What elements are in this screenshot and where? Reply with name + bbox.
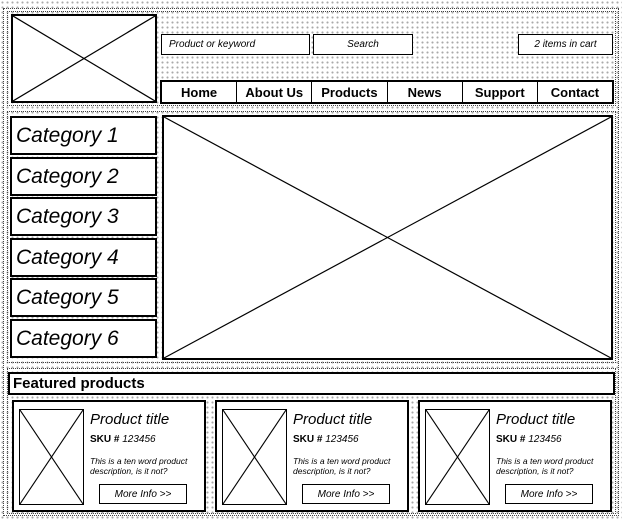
sidebar-item-category-5[interactable]: Category 5 — [10, 278, 157, 317]
product-sku: SKU # 123456 — [293, 434, 359, 445]
more-info-button[interactable]: More Info >> — [99, 484, 187, 504]
cart-button[interactable]: 2 items in cart — [518, 34, 613, 55]
product-card: Product title SKU # 123456 This is a ten… — [418, 400, 612, 512]
product-image-placeholder[interactable] — [425, 409, 490, 505]
sku-label: SKU # — [496, 434, 526, 445]
product-image-placeholder[interactable] — [222, 409, 287, 505]
nav-item-support[interactable]: Support — [463, 82, 538, 102]
product-title[interactable]: Product title — [293, 411, 373, 428]
more-info-button[interactable]: More Info >> — [505, 484, 593, 504]
nav-item-contact[interactable]: Contact — [550, 84, 600, 100]
search-input[interactable]: Product or keyword — [161, 34, 310, 55]
placeholder-cross-icon — [20, 410, 83, 504]
sku-label: SKU # — [90, 434, 120, 445]
sidebar-item-category-6[interactable]: Category 6 — [10, 319, 157, 358]
product-title[interactable]: Product title — [496, 411, 576, 428]
nav-item-news[interactable]: News — [388, 82, 463, 102]
sku-label: SKU # — [293, 434, 323, 445]
sidebar-item-category-1[interactable]: Category 1 — [10, 116, 157, 155]
sku-value: 123456 — [325, 434, 359, 445]
featured-products-heading-text: Featured products — [13, 375, 145, 392]
placeholder-cross-icon — [13, 16, 155, 101]
product-description: This is a ten word product description, … — [90, 456, 188, 476]
main-nav: Home About Us Products News Support Cont… — [160, 80, 614, 104]
search-button-label: Search — [347, 39, 379, 50]
search-input-placeholder: Product or keyword — [169, 39, 256, 50]
placeholder-cross-icon — [426, 410, 489, 504]
sidebar-item-category-3[interactable]: Category 3 — [10, 197, 157, 236]
product-description: This is a ten word product description, … — [293, 456, 391, 476]
sku-value: 123456 — [528, 434, 562, 445]
search-button[interactable]: Search — [313, 34, 413, 55]
logo-image-placeholder — [11, 14, 157, 103]
product-sku: SKU # 123456 — [90, 434, 156, 445]
placeholder-cross-icon — [223, 410, 286, 504]
nav-item-products[interactable]: Products — [312, 82, 388, 102]
product-image-placeholder[interactable] — [19, 409, 84, 505]
hero-banner-placeholder[interactable] — [162, 115, 613, 360]
sidebar-item-category-4[interactable]: Category 4 — [10, 238, 157, 277]
placeholder-cross-icon — [164, 117, 611, 358]
featured-products-heading: Featured products — [8, 372, 615, 395]
nav-item-home[interactable]: Home — [162, 82, 238, 102]
product-title[interactable]: Product title — [90, 411, 170, 428]
more-info-button[interactable]: More Info >> — [302, 484, 390, 504]
sidebar-item-category-2[interactable]: Category 2 — [10, 157, 157, 196]
product-card: Product title SKU # 123456 This is a ten… — [215, 400, 409, 512]
product-card: Product title SKU # 123456 This is a ten… — [12, 400, 206, 512]
product-sku: SKU # 123456 — [496, 434, 562, 445]
product-description: This is a ten word product description, … — [496, 456, 594, 476]
nav-item-about-us[interactable]: About Us — [237, 82, 313, 102]
sku-value: 123456 — [122, 434, 156, 445]
cart-label: 2 items in cart — [534, 39, 597, 50]
